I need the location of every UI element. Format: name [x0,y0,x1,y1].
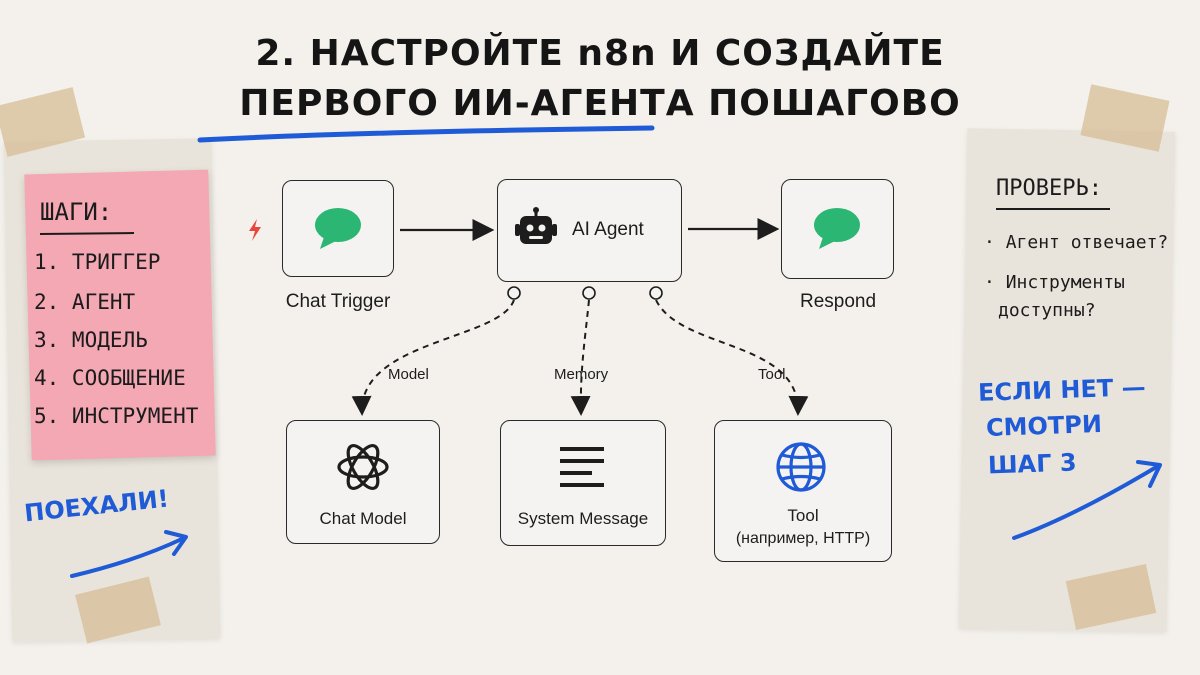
check-heading: ПРОВЕРЬ: [996,176,1102,201]
step-item: 1. ТРИГГЕР [34,250,161,274]
respond-label: Respond [799,291,877,312]
robot-icon [515,207,557,244]
check-item-1: Агент отвечает? [1005,232,1169,253]
openai-knot-icon [337,444,389,490]
edge-label-tool: Tool [758,366,786,383]
edge-memory [570,299,591,416]
step-item: 2. АГЕНТ [34,290,136,314]
go-arrow [70,530,188,578]
edge-model [351,299,515,416]
check-item-2-line-1: Инструменты [1005,272,1125,293]
edge-label-model: Model [388,366,429,383]
check-bullet-2: · Инструменты [984,272,1125,293]
title-line-2: ПЕРВОГО ИИ-АГЕНТА ПОШАГОВО [239,83,961,124]
lightning-icon [249,219,261,241]
edge-label-memory: Memory [554,366,609,383]
steps-heading-underline [39,232,135,235]
agent-port-memory [582,286,596,300]
step-item: 3. МОДЕЛЬ [34,328,148,352]
chat-trigger-label: Chat Trigger [285,291,391,312]
agent-port-model [507,286,521,300]
chat-model-label: Chat Model [319,509,407,528]
edge-tool [655,299,809,416]
tool-label-line-1: Tool [787,506,819,525]
globe-icon [776,442,826,492]
system-message-label: System Message [517,509,649,528]
title-line-1: 2. НАСТРОЙТЕ n8n И СОЗДАЙТЕ [255,33,945,74]
check-item-2-line-2: доступны? [998,300,1096,321]
chat-bubble-icon [814,208,860,249]
step-item: 5. ИНСТРУМЕНТ [34,404,199,428]
step-item: 4. СООБЩЕНИЕ [34,366,186,390]
title-underline [197,125,655,143]
tool-label-line-2: (например, HTTP) [735,530,871,547]
chat-bubble-icon [315,208,361,249]
agent-port-tool [649,286,663,300]
ai-agent-label: AI Agent [572,219,644,240]
check-heading-underline [996,208,1110,210]
check-bullet-1: · Агент отвечает? [984,232,1169,253]
if-not-arrow [1012,460,1162,540]
steps-heading: ШАГИ: [40,198,113,226]
lines-icon [560,447,604,487]
